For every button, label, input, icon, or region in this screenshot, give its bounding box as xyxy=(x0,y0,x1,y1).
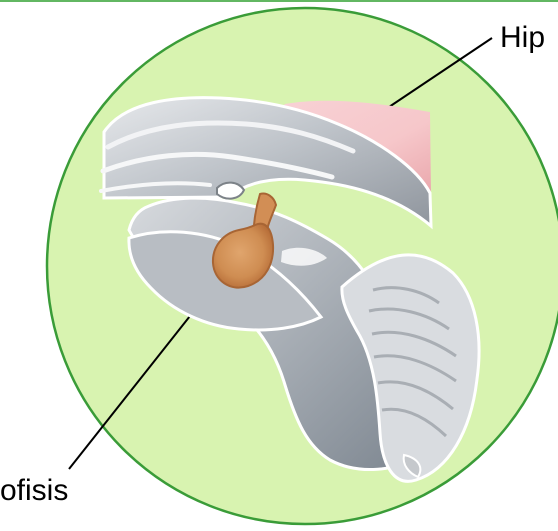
label-hipofisis: ofisis xyxy=(0,476,68,506)
label-hipotalamo: Hip xyxy=(500,23,545,53)
optic-chiasm xyxy=(217,183,244,199)
